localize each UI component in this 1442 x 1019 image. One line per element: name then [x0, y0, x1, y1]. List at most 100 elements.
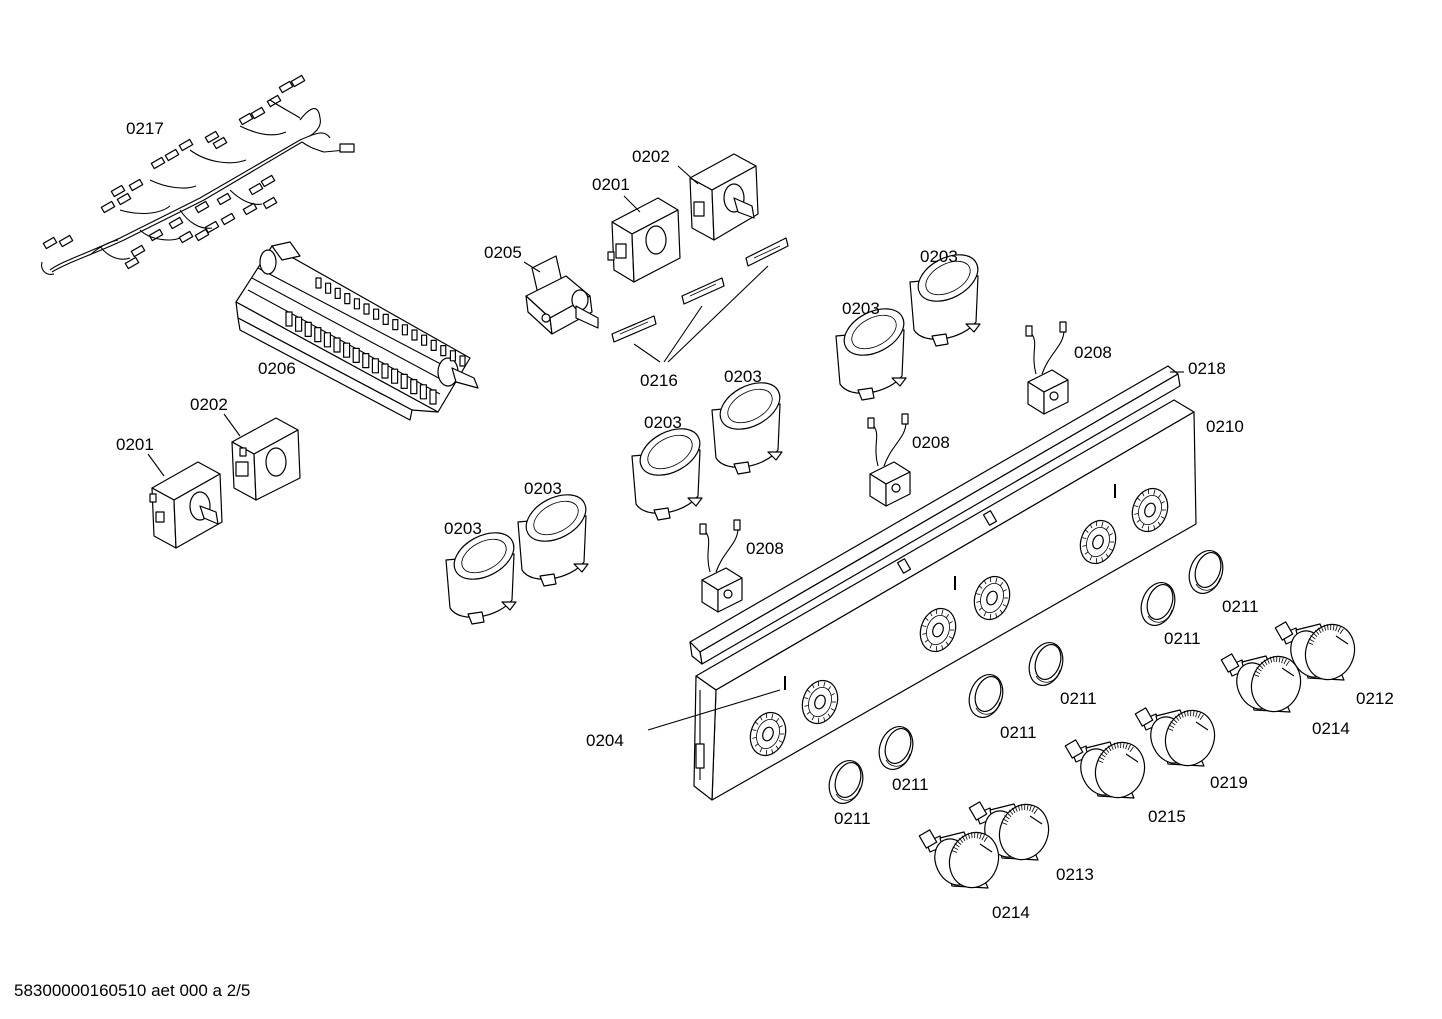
label-0214-b: 0214 [992, 903, 1030, 922]
wire-terminal [248, 182, 264, 196]
wire-terminal [164, 148, 180, 162]
label-0205: 0205 [484, 243, 522, 262]
wire-terminal [150, 156, 166, 170]
label-0203-b: 0203 [842, 299, 880, 318]
wire-terminal [260, 174, 276, 188]
panel-dial-marking [1131, 487, 1169, 533]
switch-contact [391, 368, 399, 384]
sealing-ring [1028, 642, 1064, 686]
wire-terminal [242, 202, 258, 216]
switch-contact [373, 308, 380, 320]
switch-contact [392, 319, 399, 331]
wire-terminal [216, 192, 232, 206]
label-0211-f: 0211 [834, 809, 871, 828]
switch-contact [315, 277, 322, 289]
switch-contact [295, 316, 303, 332]
knob-seat [631, 428, 703, 521]
wire-terminal [110, 184, 126, 198]
switch-contact [363, 303, 370, 315]
energy-regulator-left-0202 [231, 417, 301, 501]
label-0211-c: 0211 [1060, 689, 1097, 708]
switch-contact [401, 324, 408, 336]
switch-contact [421, 334, 428, 346]
control-knob [1134, 707, 1216, 767]
switch-contact [334, 287, 341, 299]
wire-terminal [124, 256, 140, 270]
switch-contact [430, 339, 437, 351]
ignition-switch [699, 519, 743, 613]
control-knob [1220, 653, 1302, 713]
switch-contact [362, 353, 370, 369]
sealing-ring [828, 760, 864, 804]
knob-seat [445, 532, 517, 625]
energy-regulator-top-0202 [689, 153, 759, 241]
wire-terminal [278, 80, 294, 94]
label-0202-left: 0202 [190, 395, 228, 414]
label-0201-left: 0201 [116, 435, 154, 454]
label-0211-b: 0211 [1164, 629, 1201, 648]
knob-seat-group [445, 254, 981, 625]
switch-contact [381, 363, 389, 379]
switch-contact [400, 373, 408, 389]
switch-contact [459, 355, 466, 367]
sealing-ring-group [828, 550, 1224, 804]
wire-terminal [42, 236, 58, 250]
drawing-reference-code: 58300000160510 aet 000 a 2/5 [14, 981, 251, 1000]
label-0206: 0206 [258, 359, 296, 378]
switch-contact [410, 379, 418, 395]
wire-terminal [220, 212, 236, 226]
switch-contact [419, 384, 427, 400]
wire-terminal [262, 196, 278, 210]
label-0208-a: 0208 [1074, 343, 1112, 362]
wire-terminal [204, 220, 220, 234]
control-knob [918, 829, 1000, 889]
wire-terminal [100, 200, 116, 214]
wire-terminal [178, 138, 194, 152]
switch-contact [333, 337, 341, 353]
knob-seat [711, 382, 783, 475]
label-0203-a: 0203 [920, 247, 958, 266]
control-knob-group [918, 621, 1356, 889]
panel-dial-marking [919, 607, 957, 653]
label-0212: 0212 [1356, 689, 1394, 708]
wiring-harness [41, 74, 355, 275]
thermostat-0205 [525, 255, 599, 335]
control-knob [1064, 739, 1146, 799]
connector-strips-0216 [611, 237, 789, 363]
label-0214-a: 0214 [1312, 719, 1350, 738]
wire-terminal [194, 228, 210, 242]
sealing-ring [1140, 582, 1176, 626]
label-0208-b: 0208 [912, 433, 950, 452]
switch-contact [429, 389, 437, 405]
ignition-switch-group [699, 321, 1069, 613]
label-0201-top: 0201 [592, 175, 630, 194]
harness-plug [339, 143, 355, 153]
label-0211-d: 0211 [1000, 723, 1037, 742]
sealing-ring [878, 726, 914, 770]
switch-contact [343, 342, 351, 358]
switch-contact [285, 311, 293, 327]
wire-terminal [130, 244, 146, 258]
sealing-ring [1188, 550, 1224, 594]
label-0203-e: 0203 [524, 479, 562, 498]
wire-terminal [168, 216, 184, 230]
switch-contact [314, 327, 322, 343]
leader-lines [147, 165, 1184, 731]
knob-seat [835, 308, 907, 401]
cam-switch-block [235, 241, 479, 421]
energy-regulator-left-0201 [149, 461, 223, 549]
label-0208-c: 0208 [746, 539, 784, 558]
energy-regulator-top-0201 [607, 197, 681, 283]
trim-strip-0218 [689, 365, 1181, 665]
label-0216: 0216 [640, 371, 678, 390]
panel-dial-marking [749, 711, 787, 757]
switch-contact [353, 298, 360, 310]
switch-contact [382, 313, 389, 325]
ignition-switch [867, 413, 911, 507]
wire-terminal [204, 130, 220, 144]
label-0219: 0219 [1210, 773, 1248, 792]
wire-terminal [116, 192, 132, 206]
switch-contact [325, 282, 332, 294]
switch-contact [323, 332, 331, 348]
wire-terminal [250, 106, 266, 120]
